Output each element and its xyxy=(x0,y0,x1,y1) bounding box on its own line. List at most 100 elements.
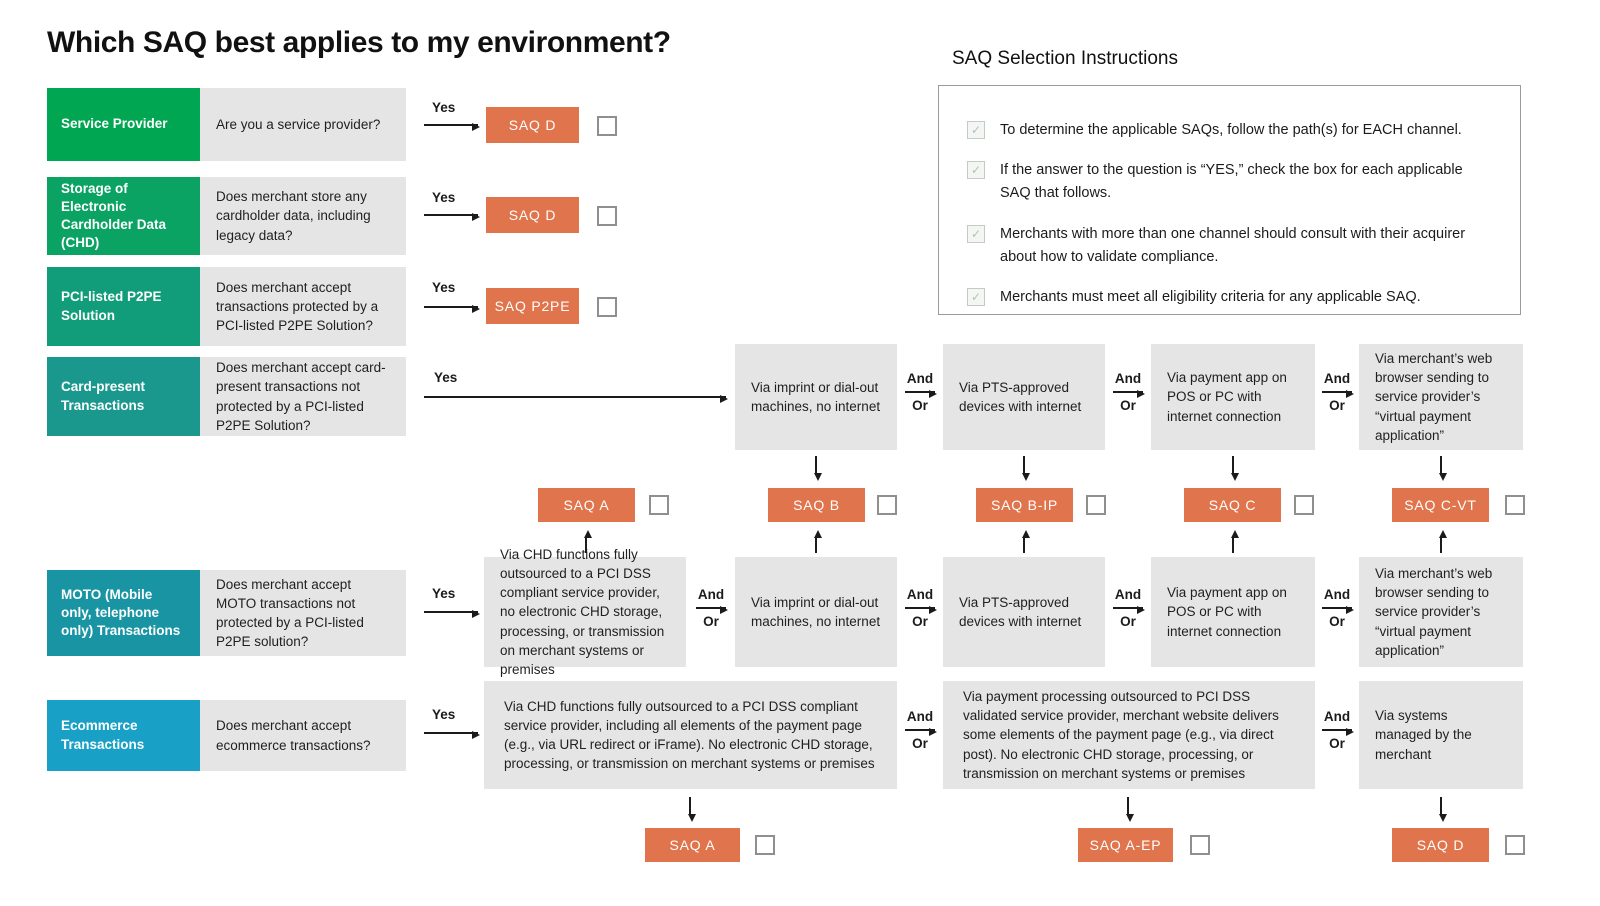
instruction-text: Merchants must meet all eligibility crit… xyxy=(1000,288,1421,305)
moto-chain-pts: Via PTS-approved devices with internet xyxy=(943,557,1105,667)
category-card-present: Card-present Transactions xyxy=(47,357,200,436)
and-label: And xyxy=(697,587,725,602)
arrow-up-icon xyxy=(584,530,592,553)
saq-c-checkbox[interactable] xyxy=(1294,495,1314,515)
question-service-provider: Are you a service provider? xyxy=(200,88,406,161)
saq-d-storage-checkbox[interactable] xyxy=(597,206,617,226)
saq-d-service-provider-checkbox[interactable] xyxy=(597,116,617,136)
saq-a-ep-checkbox[interactable] xyxy=(1190,835,1210,855)
saq-p2pe-checkbox[interactable] xyxy=(597,297,617,317)
cp-chain-web-browser: Via merchant’s web browser sending to se… xyxy=(1359,344,1523,450)
arrow-up-icon xyxy=(1022,530,1030,553)
page-title: Which SAQ best applies to my environment… xyxy=(47,26,671,59)
and-or-connector: And Or xyxy=(901,587,939,629)
arrow-right-icon xyxy=(1322,390,1354,398)
saq-a-mid-checkbox[interactable] xyxy=(649,495,669,515)
question-moto: Does merchant accept MOTO transactions n… xyxy=(200,570,406,656)
instruction-item: ✓ To determine the applicable SAQs, foll… xyxy=(967,119,1496,142)
question-ecommerce: Does merchant accept ecommerce transacti… xyxy=(200,700,406,771)
arrow-right-icon xyxy=(424,123,480,131)
cp-chain-pts: Via PTS-approved devices with internet xyxy=(943,344,1105,450)
saq-node-d-service-provider: SAQ D xyxy=(486,107,579,143)
and-label: And xyxy=(1323,371,1351,386)
saq-node-c-vt: SAQ C-VT xyxy=(1392,488,1489,522)
and-or-connector: And Or xyxy=(1318,371,1356,413)
checked-checkbox-icon: ✓ xyxy=(967,287,985,306)
question-storage-chd: Does merchant store any cardholder data,… xyxy=(200,177,406,255)
arrow-right-icon xyxy=(424,610,480,618)
category-service-provider: Service Provider xyxy=(47,88,200,161)
ecom-chain-merchant-systems: Via systems managed by the merchant xyxy=(1359,681,1523,789)
arrow-right-icon xyxy=(1322,728,1354,736)
yes-label: Yes xyxy=(432,707,456,722)
and-label: And xyxy=(906,587,934,602)
saq-node-p2pe: SAQ P2PE xyxy=(486,288,579,324)
instructions-panel: ✓ To determine the applicable SAQs, foll… xyxy=(938,85,1521,315)
instruction-text: Merchants with more than one channel sho… xyxy=(1000,225,1466,265)
or-label: Or xyxy=(1120,398,1136,413)
arrow-down-icon xyxy=(814,456,822,481)
arrow-up-icon xyxy=(1231,530,1239,553)
or-label: Or xyxy=(1329,398,1345,413)
yes-label: Yes xyxy=(432,586,456,601)
instruction-item: ✓ Merchants must meet all eligibility cr… xyxy=(967,286,1496,309)
question-p2pe: Does merchant accept transactions protec… xyxy=(200,267,406,346)
and-or-connector: And Or xyxy=(1109,371,1147,413)
arrow-right-icon xyxy=(1322,606,1354,614)
arrow-up-icon xyxy=(814,530,822,553)
cp-chain-payment-app: Via payment app on POS or PC with intern… xyxy=(1151,344,1315,450)
saq-node-a-bottom: SAQ A xyxy=(645,828,740,862)
or-label: Or xyxy=(1120,614,1136,629)
or-label: Or xyxy=(912,398,928,413)
moto-chain-web-browser: Via merchant’s web browser sending to se… xyxy=(1359,557,1523,667)
ecom-chain-direct-post: Via payment processing outsourced to PCI… xyxy=(943,681,1315,789)
arrow-down-icon xyxy=(1439,797,1447,822)
arrow-right-icon xyxy=(905,728,937,736)
moto-chain-payment-app: Via payment app on POS or PC with intern… xyxy=(1151,557,1315,667)
saq-a-bottom-checkbox[interactable] xyxy=(755,835,775,855)
saq-node-d-storage: SAQ D xyxy=(486,197,579,233)
and-or-connector: And Or xyxy=(901,709,939,751)
category-moto: MOTO (Mobile only, telephone only) Trans… xyxy=(47,570,200,656)
saq-d-bottom-checkbox[interactable] xyxy=(1505,835,1525,855)
arrow-down-icon xyxy=(1022,456,1030,481)
and-or-connector: And Or xyxy=(901,371,939,413)
checked-checkbox-icon: ✓ xyxy=(967,161,985,180)
saq-node-c: SAQ C xyxy=(1184,488,1281,522)
and-or-connector: And Or xyxy=(1318,709,1356,751)
or-label: Or xyxy=(1329,614,1345,629)
instruction-text: To determine the applicable SAQs, follow… xyxy=(1000,122,1462,138)
arrow-right-icon xyxy=(905,390,937,398)
yes-label: Yes xyxy=(432,280,456,295)
moto-chain-outsourced: Via CHD functions fully outsourced to a … xyxy=(484,547,686,677)
ecom-chain-outsourced: Via CHD functions fully outsourced to a … xyxy=(484,681,897,789)
instruction-item: ✓ If the answer to the question is “YES,… xyxy=(967,159,1496,205)
arrow-right-icon xyxy=(424,395,728,403)
saq-node-a-mid: SAQ A xyxy=(538,488,635,522)
arrow-down-icon xyxy=(1231,456,1239,481)
saq-b-checkbox[interactable] xyxy=(877,495,897,515)
instruction-text: If the answer to the question is “YES,” … xyxy=(1000,162,1463,202)
saq-b-ip-checkbox[interactable] xyxy=(1086,495,1106,515)
yes-label: Yes xyxy=(434,370,458,385)
arrow-right-icon xyxy=(696,606,728,614)
and-label: And xyxy=(1114,371,1142,386)
saq-c-vt-checkbox[interactable] xyxy=(1505,495,1525,515)
arrow-down-icon xyxy=(1126,797,1134,822)
yes-label: Yes xyxy=(432,190,456,205)
saq-node-b: SAQ B xyxy=(768,488,865,522)
category-ecommerce: Ecommerce Transactions xyxy=(47,700,200,771)
category-p2pe: PCI-listed P2PE Solution xyxy=(47,267,200,346)
and-or-connector: And Or xyxy=(692,587,730,629)
arrow-down-icon xyxy=(1439,456,1447,481)
checked-checkbox-icon: ✓ xyxy=(967,121,985,139)
moto-chain-imprint: Via imprint or dial-out machines, no int… xyxy=(735,557,897,667)
arrow-right-icon xyxy=(1113,606,1145,614)
saq-node-d-bottom: SAQ D xyxy=(1392,828,1489,862)
cp-chain-imprint: Via imprint or dial-out machines, no int… xyxy=(735,344,897,450)
arrow-right-icon xyxy=(905,606,937,614)
or-label: Or xyxy=(1329,736,1345,751)
instructions-title: SAQ Selection Instructions xyxy=(952,48,1178,69)
arrow-up-icon xyxy=(1439,530,1447,553)
